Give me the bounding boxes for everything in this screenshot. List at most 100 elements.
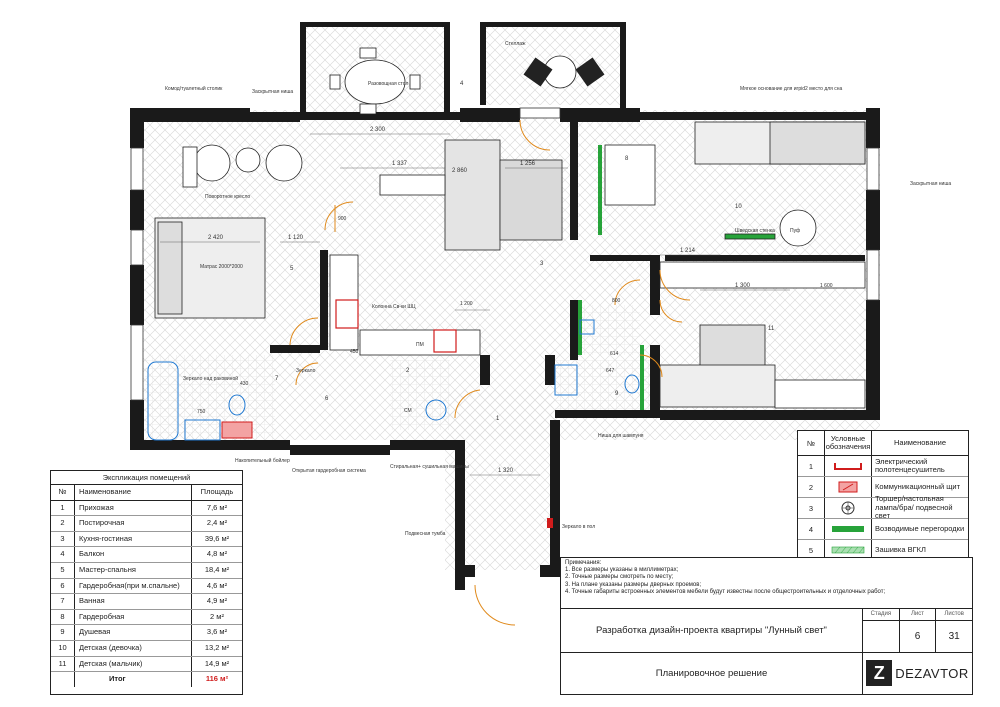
- svg-text:Поворотное кресло: Поворотное кресло: [205, 194, 250, 200]
- row-name: Балкон: [75, 547, 192, 562]
- legend-header-num: №: [798, 431, 825, 455]
- svg-text:Накопительный бойлер: Накопительный бойлер: [235, 457, 290, 464]
- svg-text:1 300: 1 300: [735, 283, 751, 289]
- svg-text:430: 430: [240, 381, 249, 387]
- header-num: №: [51, 485, 75, 500]
- dimension-lines: [160, 133, 790, 476]
- svg-text:7: 7: [275, 376, 279, 382]
- svg-text:Разовощная стол: Разовощная стол: [368, 81, 408, 87]
- living-furniture: [329, 139, 563, 356]
- total-value: 116 м²: [205, 674, 229, 684]
- room-explication-table: Экспликация помещений № Наименование Пло…: [50, 470, 243, 695]
- gypsum-lining-icon: [825, 540, 872, 560]
- row-num: 1: [51, 500, 75, 516]
- svg-text:Зеркало над раковиной: Зеркало над раковиной: [183, 375, 238, 382]
- svg-text:Комод/туалетный столик: Комод/туалетный столик: [165, 85, 223, 92]
- svg-text:11: 11: [768, 326, 775, 332]
- comm-panel-icon: [825, 477, 872, 497]
- svg-text:СМ: СМ: [404, 408, 412, 414]
- sheet-value: 6: [914, 631, 921, 642]
- stage-col: Стадия: [863, 609, 900, 652]
- partition-icon: [825, 519, 872, 539]
- svg-text:Стеллаж: Стеллаж: [505, 41, 526, 47]
- svg-text:2 300: 2 300: [370, 127, 386, 133]
- legend-header-name: Наименование: [894, 437, 946, 447]
- svg-text:6: 6: [325, 396, 329, 402]
- row-num: 3: [51, 531, 75, 547]
- row-num: 7: [51, 594, 75, 609]
- svg-text:2 860: 2 860: [452, 168, 468, 174]
- row-name: Постирочная: [75, 516, 192, 531]
- walls: [130, 22, 880, 590]
- row-num: 10: [51, 640, 75, 656]
- row-area: 13,2 м²: [204, 642, 230, 652]
- svg-text:1: 1: [496, 416, 500, 422]
- row-name: Гардеробная: [75, 609, 192, 625]
- legend-num: 3: [798, 498, 825, 518]
- header-name: Наименование: [75, 485, 192, 500]
- svg-text:900: 900: [338, 216, 347, 222]
- svg-text:Стиральная+ сушильная машины: Стиральная+ сушильная машины: [390, 464, 469, 470]
- svg-text:2 420: 2 420: [208, 235, 224, 241]
- title-block: Примечания: 1. Все размеры указаны в мил…: [560, 557, 973, 695]
- svg-text:10: 10: [735, 204, 742, 210]
- svg-text:Шведская стенка: Шведская стенка: [735, 228, 775, 234]
- svg-text:8: 8: [625, 156, 629, 162]
- stage-label: Стадия: [863, 609, 899, 621]
- svg-text:450: 450: [350, 349, 359, 355]
- legend-table: № Условные обозначения Наименование 1 Эл…: [797, 430, 969, 560]
- legend-name: Возводимые перегородки: [875, 523, 965, 533]
- room-table-header: № Наименование Площадь: [51, 485, 242, 501]
- note-line: 3. На плане указаны размеры дверных прое…: [565, 581, 702, 588]
- svg-text:5: 5: [290, 266, 294, 272]
- svg-text:Подвесная тумба: Подвесная тумба: [405, 531, 446, 537]
- svg-text:800: 800: [612, 298, 621, 304]
- windows: [130, 107, 880, 401]
- legend-item: 3 Торшер/настольная лампа/бра/ подвесной…: [798, 495, 968, 520]
- legend-name: Электрический полотенцесушитель: [875, 456, 945, 474]
- notes-title: Примечания:: [565, 560, 602, 566]
- row-num: 2: [51, 516, 75, 531]
- plan-labels: Разовощная стол Стеллаж Мягкое основание…: [165, 41, 951, 537]
- row-area: 7,6 м²: [206, 502, 228, 512]
- svg-text:Мягкое основание для игрid2 ме: Мягкое основание для игрid2 место для сн…: [740, 86, 843, 92]
- note-line: 4. Точные габариты встроенных элементов …: [565, 588, 886, 595]
- row-area: 18,4 м²: [204, 564, 230, 574]
- notes: Примечания: 1. Все размеры указаны в мил…: [561, 558, 972, 609]
- logo-text: DEZAVTOR: [895, 665, 969, 681]
- doors: [289, 119, 691, 626]
- stage-value: [863, 621, 899, 652]
- room-table-title: Экспликация помещений: [51, 471, 242, 485]
- svg-text:Колонна Св-ки ШЦ: Колонна Св-ки ШЦ: [372, 304, 416, 310]
- bedroom-furniture: [154, 144, 303, 319]
- legend-name: Зашивка ВГКЛ: [875, 544, 926, 554]
- svg-text:647: 647: [606, 368, 615, 374]
- kids-furniture: [604, 121, 866, 409]
- row-area: 2 м²: [210, 611, 224, 621]
- header-area: Площадь: [200, 487, 234, 496]
- company-logo: Z DEZAVTOR: [863, 652, 972, 694]
- svg-text:ПМ: ПМ: [416, 342, 424, 348]
- svg-text:1 600: 1 600: [820, 283, 833, 289]
- row-num: 8: [51, 609, 75, 625]
- sheet-label: Лист: [899, 609, 936, 621]
- svg-text:1 214: 1 214: [680, 248, 696, 254]
- row-num: 4: [51, 547, 75, 562]
- row-name: Детская (мальчик): [75, 656, 192, 672]
- svg-text:1 200: 1 200: [460, 301, 473, 307]
- sheets-label: Листов: [936, 609, 973, 621]
- sheet-col: Лист 6: [899, 609, 937, 652]
- svg-text:3: 3: [540, 261, 544, 267]
- svg-text:Пуф: Пуф: [790, 228, 800, 234]
- svg-text:1 120: 1 120: [288, 235, 304, 241]
- svg-text:Матрас 2000*2000: Матрас 2000*2000: [200, 264, 243, 270]
- legend-header: № Условные обозначения Наименование: [798, 431, 968, 456]
- total-label: Итог: [75, 672, 192, 687]
